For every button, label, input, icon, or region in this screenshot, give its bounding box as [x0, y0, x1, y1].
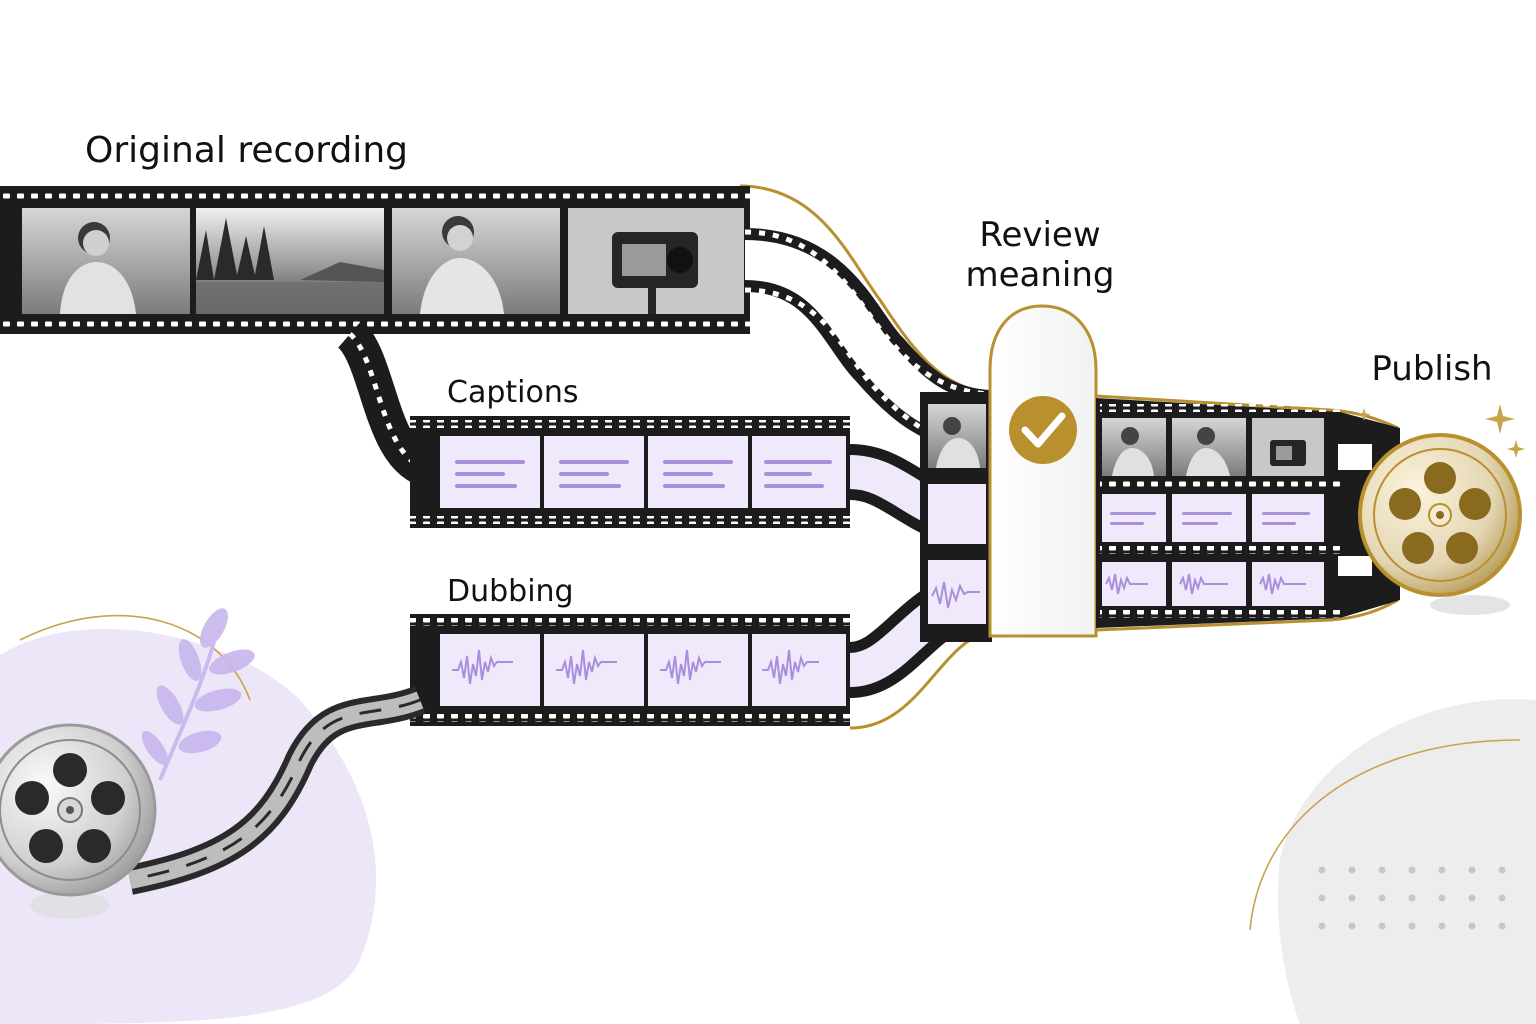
- gold-arc-right: [1249, 739, 1521, 931]
- label-captions: Captions: [447, 375, 578, 410]
- grey-blob: [1277, 699, 1536, 1024]
- label-review-line1: Review: [979, 215, 1100, 255]
- frame-speaker-1: [22, 208, 190, 314]
- frame-lake: [196, 208, 384, 314]
- caption-frame: [752, 436, 846, 508]
- caption-frame: [544, 436, 644, 508]
- original-recording-strip: [0, 184, 993, 454]
- waveform-frame: [648, 634, 748, 706]
- label-publish: Publish: [1371, 349, 1492, 389]
- pre-gate-frames: [920, 392, 992, 642]
- frame-camera: [568, 208, 744, 314]
- film-reel-icon: [1389, 462, 1491, 564]
- label-review-line2: meaning: [966, 255, 1115, 295]
- frame-speaker-2: [392, 208, 560, 314]
- publish-strip: [1095, 394, 1400, 632]
- film-reel-icon: [15, 753, 125, 863]
- waveform-frame: [544, 634, 644, 706]
- waveform-frame: [440, 634, 540, 706]
- label-original-recording: Original recording: [85, 130, 408, 171]
- gold-track-top: [739, 184, 991, 394]
- sparkle-icon: [1357, 404, 1525, 458]
- caption-frame: [440, 436, 540, 508]
- review-gate: [988, 304, 1098, 638]
- decor-right: [1249, 699, 1536, 1024]
- dubbing-strip: [127, 568, 993, 895]
- label-dubbing: Dubbing: [447, 574, 574, 609]
- source-reel: [0, 723, 157, 919]
- leaf-branch-icon: [141, 608, 255, 781]
- waveform-frame: [752, 634, 846, 706]
- caption-frame: [648, 436, 748, 508]
- checkmark-icon: [1021, 412, 1066, 448]
- dot-grid: [1318, 866, 1506, 930]
- publish-reel: [1358, 433, 1522, 615]
